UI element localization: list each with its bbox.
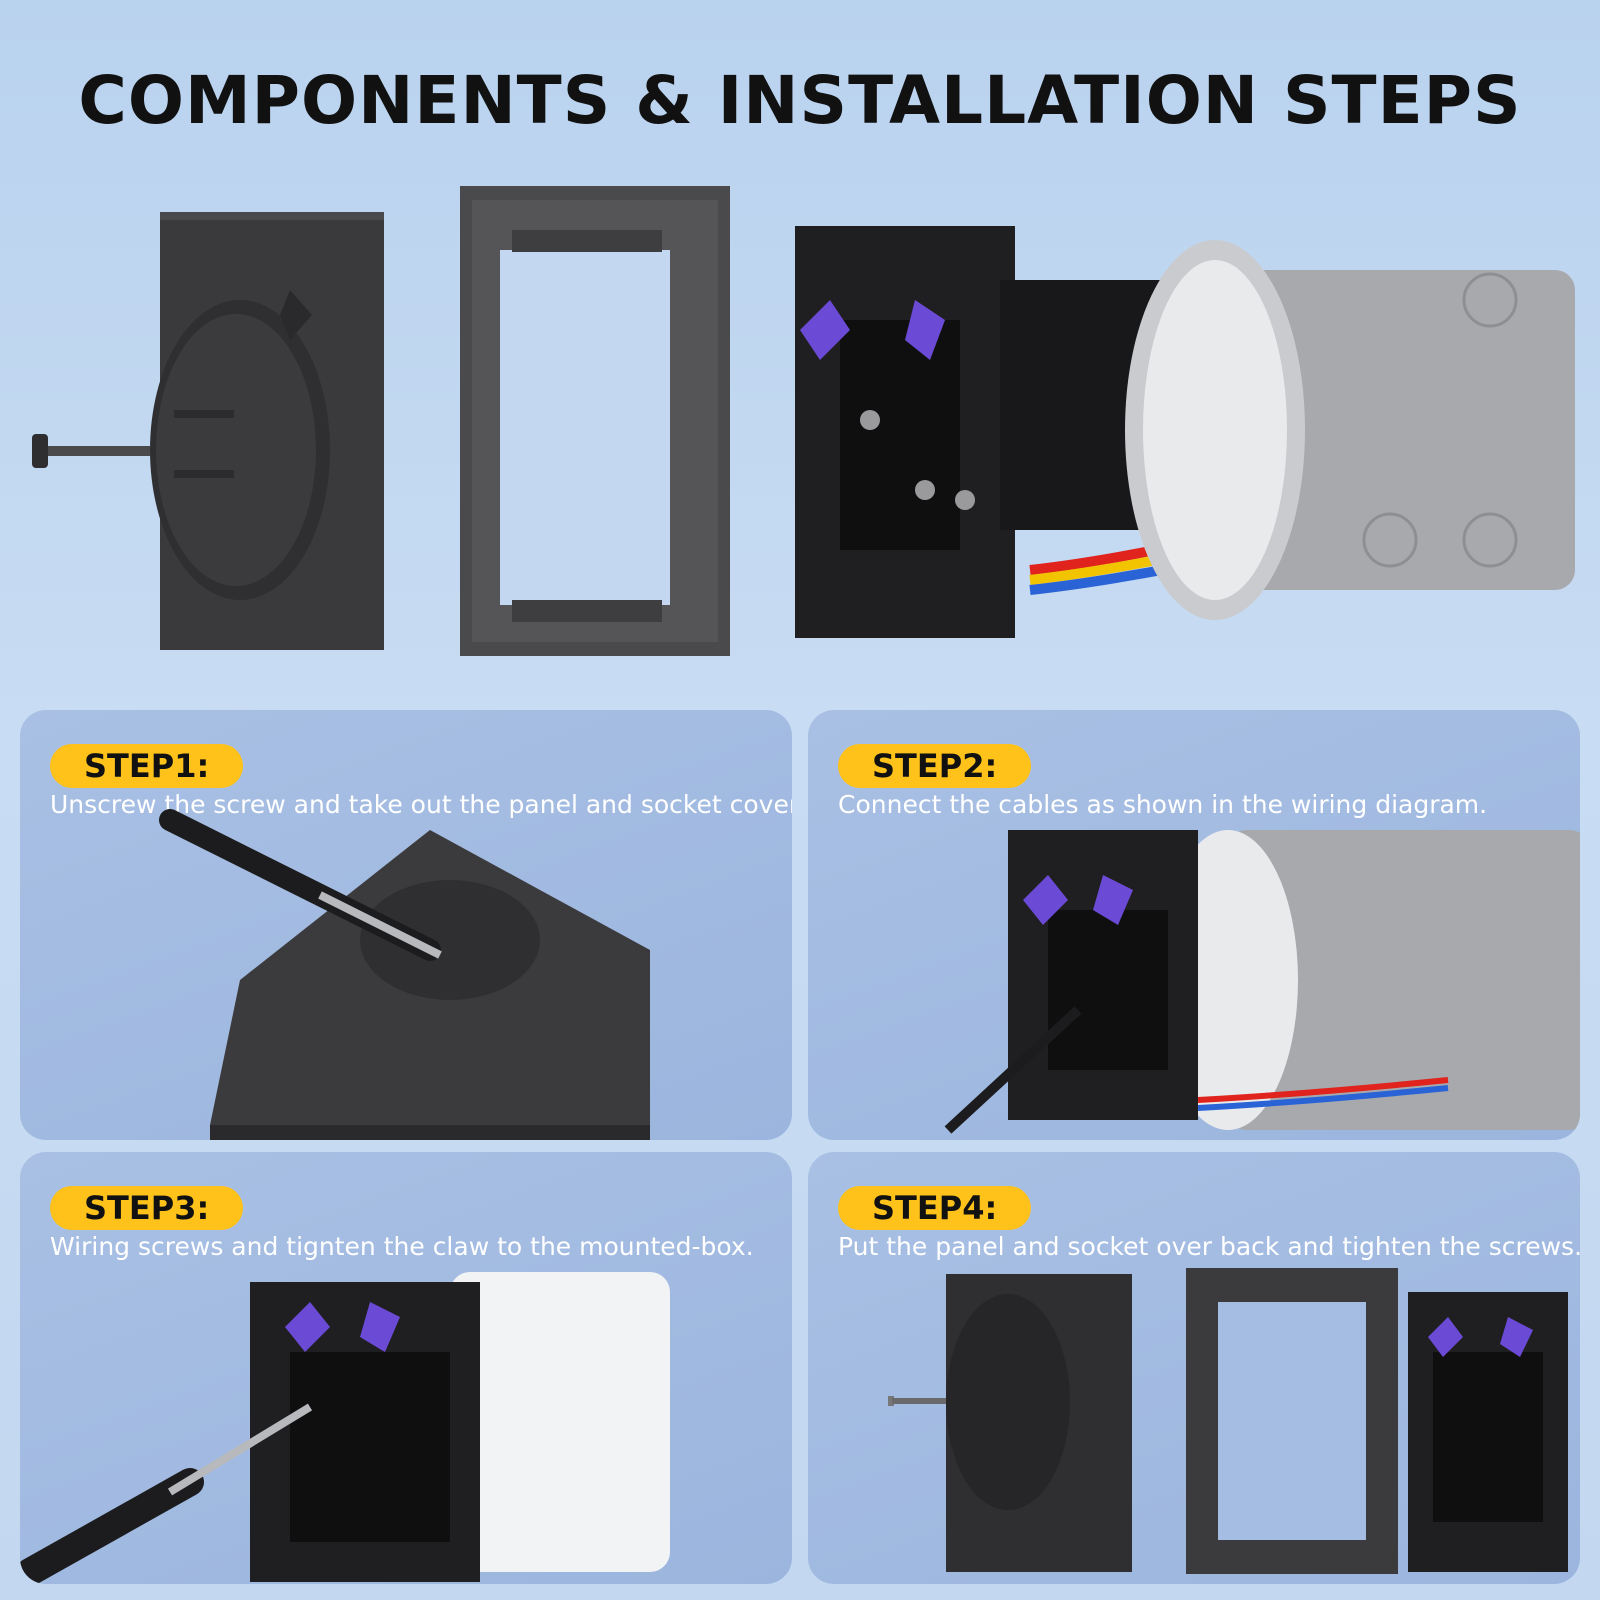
socket-cover-panel bbox=[150, 212, 384, 650]
step3-illustration bbox=[20, 1272, 670, 1584]
step2-illustration bbox=[944, 830, 1580, 1134]
usb-port-right-icon bbox=[1093, 875, 1133, 925]
screwdriver-icon bbox=[944, 1006, 1082, 1134]
usb-port-left-icon bbox=[800, 300, 850, 360]
step4-badge: STEP4: bbox=[838, 1186, 1032, 1230]
step4-card: STEP4: Put the panel and socket over bac… bbox=[808, 1152, 1580, 1584]
components-illustration bbox=[32, 186, 1575, 656]
screw-icon bbox=[32, 434, 150, 468]
screwdriver-icon bbox=[20, 1468, 204, 1584]
step2-card: STEP2: Connect the cables as shown in th… bbox=[808, 710, 1580, 1140]
step4-description: Put the panel and socket over back and t… bbox=[838, 1232, 1580, 1261]
usb-port-left-icon bbox=[1023, 875, 1068, 925]
step1-card: STEP1: Unscrew the screw and take out th… bbox=[20, 710, 792, 1140]
mounting-box bbox=[1125, 240, 1575, 620]
step3-badge: STEP3: bbox=[50, 1186, 244, 1230]
usb-port-right-icon bbox=[360, 1302, 400, 1352]
step2-badge: STEP2: bbox=[838, 744, 1032, 788]
step4-illustration bbox=[888, 1268, 1568, 1574]
frame-panel bbox=[460, 186, 730, 656]
usb-port-right-icon bbox=[905, 300, 945, 360]
step1-badge: STEP1: bbox=[50, 744, 244, 788]
step3-card: STEP3: Wiring screws and tignten the cla… bbox=[20, 1152, 792, 1584]
screw-icon bbox=[892, 1398, 962, 1404]
usb-port-left-icon bbox=[1428, 1317, 1463, 1357]
usb-port-left-icon bbox=[285, 1302, 330, 1352]
step1-illustration bbox=[159, 809, 650, 1140]
page-title: COMPONENTS & INSTALLATION STEPS bbox=[78, 62, 1522, 139]
usb-port-right-icon bbox=[1500, 1317, 1533, 1357]
step3-description: Wiring screws and tignten the claw to th… bbox=[50, 1232, 754, 1261]
step2-description: Connect the cables as shown in the wirin… bbox=[838, 790, 1488, 819]
